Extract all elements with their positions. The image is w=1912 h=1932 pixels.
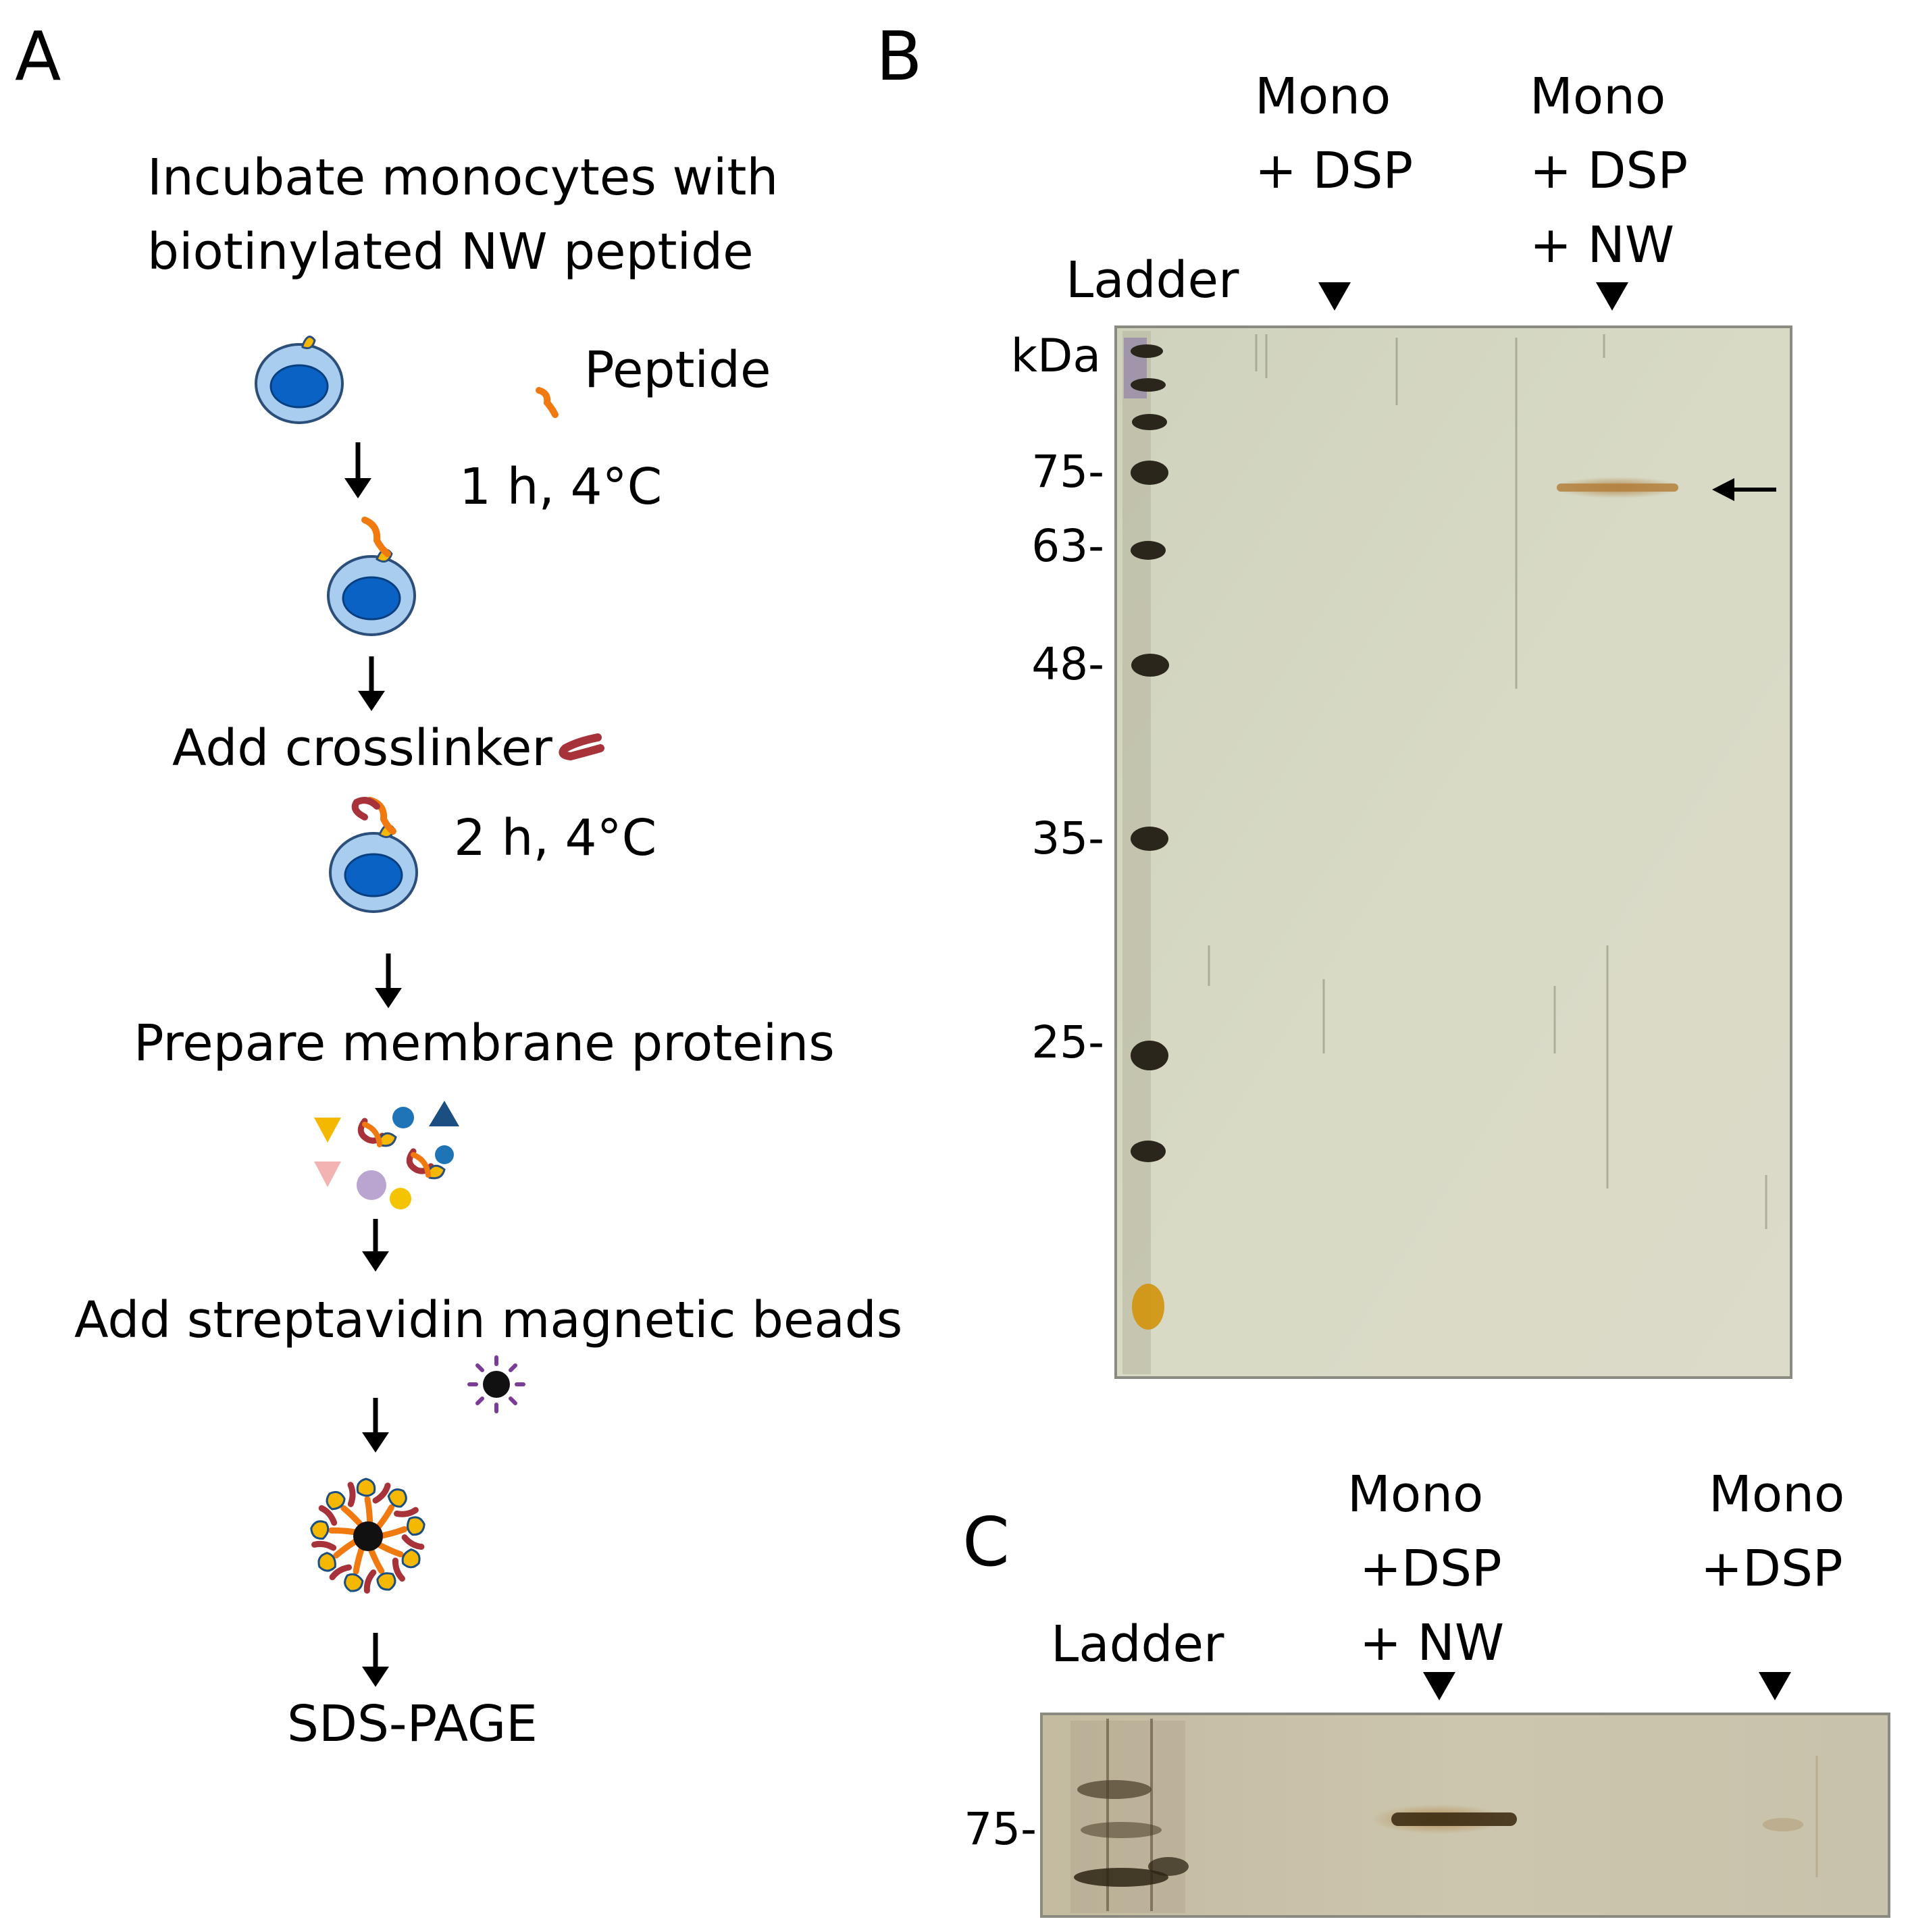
- lane-c1-line1: Mono: [1347, 1465, 1484, 1523]
- flow-arrow-5: [362, 1398, 389, 1453]
- panel-b-letter: B: [876, 17, 923, 96]
- panel-a-letter: A: [15, 17, 61, 96]
- flow-arrow-2: [358, 656, 385, 711]
- lane-c1-line2: +DSP: [1360, 1540, 1502, 1598]
- lane-c2-line2: +DSP: [1701, 1540, 1843, 1598]
- lane-marker-b1: [1318, 282, 1351, 311]
- monocyte-cell-3: [329, 797, 418, 913]
- marker-75: 75-: [1031, 446, 1104, 498]
- peptide-icon: [536, 387, 559, 418]
- monocyte-cell-1: [255, 336, 344, 424]
- crosslinker-icon: [559, 733, 604, 761]
- ladder-label-b: Ladder: [1066, 251, 1239, 309]
- flow-arrow-6: [362, 1633, 389, 1687]
- lane-c1-label: Mono +DSP + NW: [1347, 1457, 1504, 1680]
- peptide-label: Peptide: [584, 341, 771, 399]
- lane-c2-label: Mono +DSP: [1701, 1457, 1845, 1606]
- flow-arrow-1: [344, 442, 371, 498]
- lane-marker-c2: [1759, 1672, 1791, 1700]
- lane-marker-b2: [1596, 282, 1628, 311]
- step-incubate-line1: Incubate monocytes with: [147, 149, 779, 207]
- marker-63: 63-: [1031, 520, 1104, 572]
- step-incubate-line2: biotinylated NW peptide: [147, 223, 754, 281]
- condition-1h: 1 h, 4°C: [459, 458, 663, 516]
- condition-2h: 2 h, 4°C: [454, 809, 657, 867]
- membrane-proteins-mix: [314, 1101, 459, 1209]
- step-beads: Add streptavidin magnetic beads: [74, 1291, 903, 1349]
- flow-arrow-4: [362, 1219, 389, 1272]
- marker-35: 35-: [1031, 812, 1104, 864]
- lane-b2-line1: Mono: [1530, 68, 1666, 126]
- monocyte-cell-2: [327, 517, 416, 636]
- step-crosslinker: Add crosslinker: [172, 719, 552, 777]
- lane-b2-line2: + DSP: [1530, 142, 1688, 200]
- unit-label-kda: kDa: [1010, 330, 1101, 383]
- bead-complex-icon: [309, 1479, 428, 1597]
- panel-c-letter: C: [962, 1503, 1010, 1582]
- step-sds-page: SDS-PAGE: [287, 1695, 538, 1753]
- marker-48: 48-: [1031, 638, 1104, 690]
- marker-25: 25-: [1031, 1016, 1104, 1068]
- ladder-label-c: Ladder: [1051, 1615, 1224, 1673]
- gel-c: [1040, 1713, 1890, 1918]
- gel-b: [1114, 325, 1792, 1379]
- lane-c1-line3: + NW: [1360, 1614, 1505, 1672]
- flow-arrow-3: [375, 954, 402, 1008]
- lane-b2-label: Mono + DSP + NW: [1530, 59, 1688, 282]
- band-arrow-icon: [1712, 478, 1776, 501]
- lane-c2-line1: Mono: [1709, 1465, 1845, 1523]
- lane-b1-label: Mono + DSP: [1255, 59, 1413, 208]
- step-membrane: Prepare membrane proteins: [134, 1014, 835, 1072]
- lane-b2-line3: + NW: [1530, 216, 1675, 274]
- lane-b1-line2: + DSP: [1255, 142, 1414, 200]
- magnetic-bead-icon: [467, 1355, 525, 1413]
- marker-c-75: 75-: [964, 1803, 1037, 1855]
- lane-marker-c1: [1423, 1672, 1455, 1700]
- lane-b1-line1: Mono: [1255, 68, 1391, 126]
